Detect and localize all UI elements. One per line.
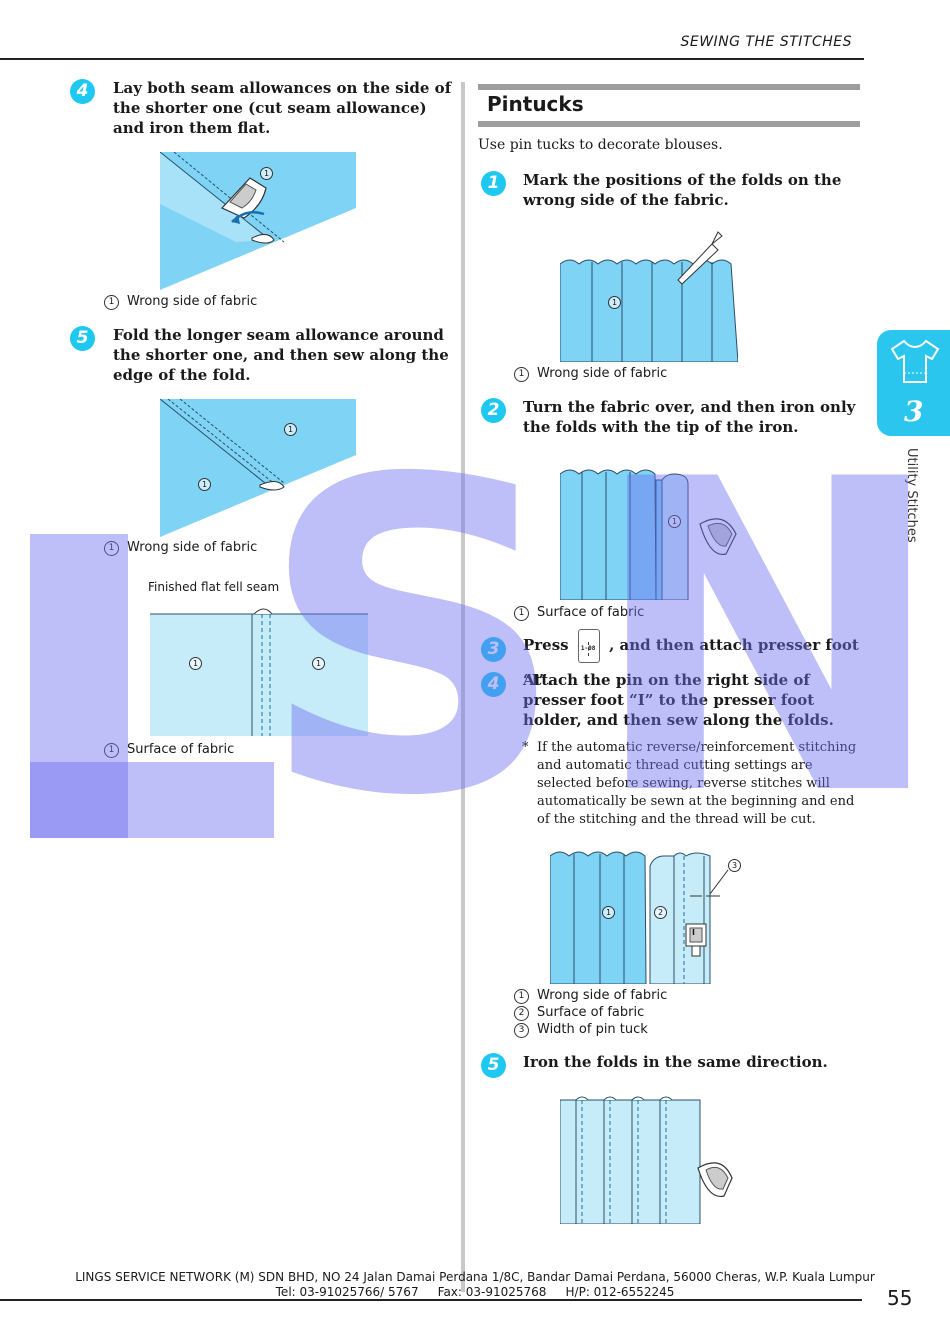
note-text: If the automatic reverse/reinforcement s…: [537, 740, 857, 827]
step-1-text: Mark the positions of the folds on the w…: [523, 171, 842, 209]
running-header: SEWING THE STITCHES: [680, 34, 852, 50]
step-5-text: Iron the folds in the same direction.: [523, 1053, 828, 1071]
figure-finished-flat-fell-seam: [150, 608, 368, 736]
step-number-5: 5: [481, 1053, 506, 1078]
tshirt-icon: [890, 339, 940, 383]
watermark-text: SN: [258, 390, 950, 890]
step-5-text: Fold the longer seam allowance around th…: [113, 326, 449, 384]
page-number: 55: [887, 1286, 913, 1310]
figure-callout: 1: [198, 478, 211, 491]
step-3-text: Press 1-08 , and then attach presser foo…: [523, 628, 863, 697]
figure-callout: 1: [284, 423, 297, 436]
figure-callout: 1: [608, 296, 621, 309]
section-title: Pintucks: [487, 92, 584, 116]
figure-fold-and-sew: [160, 399, 356, 537]
step-number-3: 3: [481, 637, 506, 662]
section-rule-top: [478, 84, 860, 90]
figure-iron-same-direction: [560, 1096, 733, 1224]
figure-iron-folds: [560, 469, 737, 600]
note-mark: *: [522, 740, 529, 755]
header-rule: [0, 58, 864, 60]
presser-foot-icon: [685, 923, 707, 957]
figure-callout: 1: [189, 657, 202, 670]
step-number-4: 4: [481, 672, 506, 697]
figure-callout: 3: [728, 859, 741, 872]
section-rule-bottom: [478, 121, 860, 127]
figure-mark-folds: [560, 231, 738, 362]
figure-callout: 1: [668, 515, 681, 528]
iron-icon: [220, 177, 267, 219]
step-2-text: Turn the fabric over, and then iron only…: [523, 398, 856, 436]
figure-sew-pintucks: [550, 851, 729, 984]
footer-address: LINGS SERVICE NETWORK (M) SDN BHD, NO 24…: [75, 1270, 875, 1284]
step-4-text: Attach the pin on the right side of pres…: [523, 671, 834, 729]
stitch-key-button[interactable]: 1-08: [577, 629, 600, 663]
iron-icon: [697, 1162, 733, 1198]
footer-contact: Tel: 03-91025766/ 5767 Fax: 03-91025768 …: [275, 1285, 675, 1299]
chapter-number: 3: [904, 395, 924, 428]
step-number-1: 1: [481, 171, 506, 196]
step-4-text: Lay both seam allowances on the side of …: [113, 79, 452, 137]
iron-icon: [699, 518, 737, 556]
figure-callout: 1: [602, 906, 615, 919]
step-number-2: 2: [481, 398, 506, 423]
lsn-watermark: SN: [30, 425, 948, 855]
footer-rule: [0, 1299, 862, 1301]
figure-callout: 1: [312, 657, 325, 670]
chalk-pencil-icon: [677, 231, 723, 285]
figure-callout: 1: [260, 167, 273, 180]
figure-iron-seam-allowances: [160, 152, 356, 290]
step-number-4: 4: [70, 79, 95, 104]
chapter-label: Utility Stitches: [904, 448, 919, 543]
figure-callout: 2: [654, 906, 667, 919]
section-intro: Use pin tucks to decorate blouses.: [478, 137, 723, 153]
column-divider: [461, 82, 465, 1292]
figure-title: Finished flat fell seam: [148, 580, 280, 594]
step-number-5: 5: [70, 326, 95, 351]
presser-foot-label: I: [692, 928, 695, 937]
